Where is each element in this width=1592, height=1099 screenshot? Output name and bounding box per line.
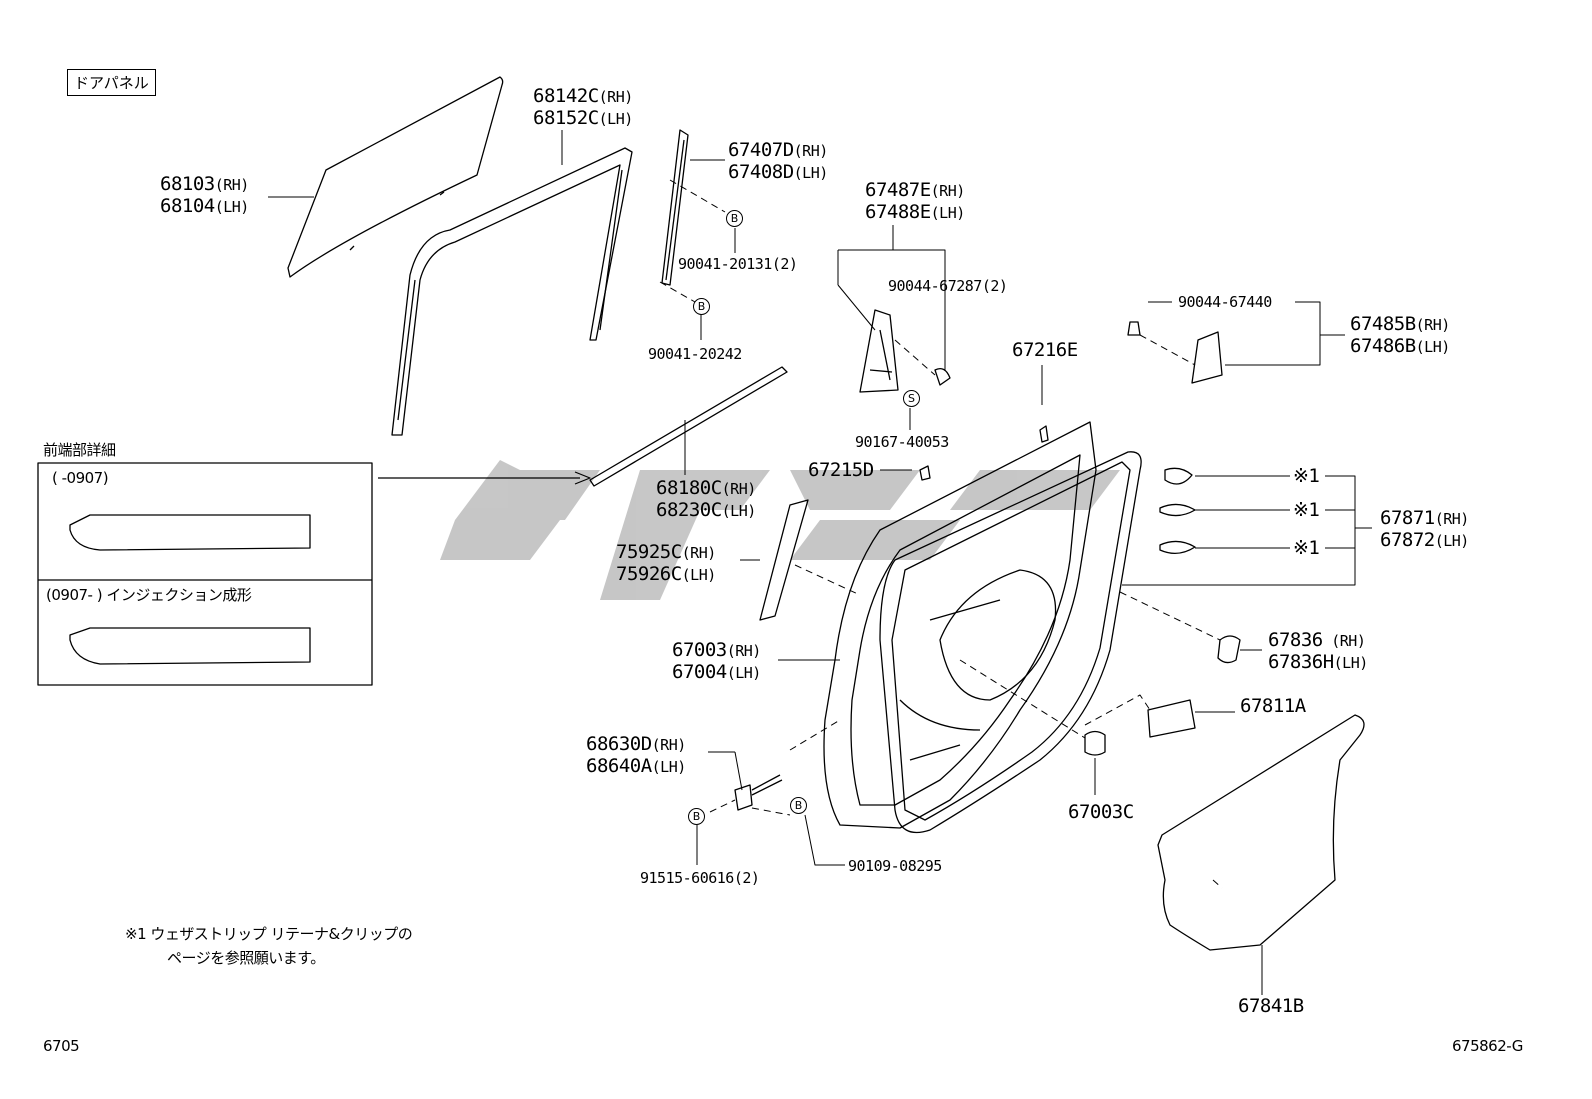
door-weatherstrip (879, 451, 1142, 834)
part-label-90041-20131: 90041-20131(2) (678, 255, 798, 273)
part-label-67487e: 67487E(RH) (865, 179, 965, 201)
watermark-logo (440, 460, 1120, 600)
door-glass (287, 76, 504, 278)
section-label: ドアパネル (67, 69, 156, 96)
part-label-67408d: 67408D(LH) (728, 161, 828, 183)
part-label-68152c: 68152C(LH) (533, 107, 633, 129)
door-check (734, 774, 783, 811)
part-label-90044-67287: 90044-67287(2) (888, 277, 1008, 295)
part-label-67841b: 67841B (1238, 995, 1304, 1017)
part-label-67871: 67871(RH) (1380, 507, 1469, 529)
belt-weatherstrip (589, 366, 788, 487)
detail-title: 前端部詳細 (43, 441, 116, 459)
detail-row-after-0907: (0907- ) インジェクション成形 (46, 586, 252, 604)
part-label-67216e: 67216E (1012, 339, 1078, 361)
note-ref-1: ※1 (1293, 537, 1320, 559)
part-label-67215d: 67215D (808, 459, 874, 481)
leader-lines (268, 130, 1372, 995)
part-label-75926c: 75926C(LH) (616, 563, 716, 585)
part-label-67004: 67004(LH) (672, 661, 761, 683)
detail-row-before-0907: ( -0907) (52, 469, 109, 487)
corner-cover (859, 309, 951, 393)
part-label-91515-60616: 91515-60616(2) (640, 869, 760, 887)
fastener-s-marker: S (903, 390, 920, 407)
note-ref-1: ※1 (1293, 465, 1320, 487)
note-line-1: ※1 ウェザストリップ リテーナ&クリップの (125, 925, 413, 943)
part-label-68630d: 68630D(RH) (586, 733, 686, 755)
part-label-68104: 68104(LH) (160, 195, 249, 217)
note-line-2: ページを参照願います。 (167, 949, 325, 967)
hole-plug (1217, 635, 1241, 664)
detail-box (37, 462, 373, 686)
part-label-67003c: 67003C (1068, 801, 1134, 823)
dashed-leaders (659, 179, 1223, 889)
part-label-68640a: 68640A(LH) (586, 755, 686, 777)
part-label-67811a: 67811A (1240, 695, 1306, 717)
door-frame-cover (1127, 321, 1223, 384)
weatherstrip-clips (1159, 467, 1196, 554)
door-tape (759, 499, 809, 621)
fastener-b-marker: B (688, 808, 705, 825)
part-label-90109-08295: 90109-08295 (848, 857, 942, 875)
part-label-68180c: 68180C(RH) (656, 477, 756, 499)
door-service-cover (1157, 714, 1365, 951)
part-label-90041-20242: 90041-20242 (648, 345, 742, 363)
diagram-code: 675862-G (1452, 1037, 1523, 1055)
service-hole-pad (1147, 699, 1196, 738)
part-label-68103: 68103(RH) (160, 173, 249, 195)
part-label-90167-40053: 90167-40053 (855, 433, 949, 451)
part-label-68142c: 68142C(RH) (533, 85, 633, 107)
part-label-67836h: 67836H(LH) (1268, 651, 1368, 673)
fastener-b-marker: B (726, 210, 743, 227)
part-label-75925c: 75925C(RH) (616, 541, 716, 563)
fastener-b-marker: B (790, 797, 807, 814)
part-label-90044-67440: 90044-67440 (1178, 293, 1272, 311)
part-label-68230c: 68230C(LH) (656, 499, 756, 521)
fastener-b-marker: B (693, 298, 710, 315)
part-label-67003: 67003(RH) (672, 639, 761, 661)
bumper-plug (1084, 730, 1106, 756)
part-label-67407d: 67407D(RH) (728, 139, 828, 161)
part-label-67485b: 67485B(RH) (1350, 313, 1450, 335)
page-number: 6705 (43, 1037, 80, 1055)
part-label-67486b: 67486B(LH) (1350, 335, 1450, 357)
note-ref-1: ※1 (1293, 499, 1320, 521)
run-channel (391, 147, 633, 436)
part-label-67836: 67836 (RH) (1268, 629, 1366, 651)
part-label-67488e: 67488E(LH) (865, 201, 965, 223)
sash-garnish (661, 129, 689, 286)
part-label-67872: 67872(LH) (1380, 529, 1469, 551)
rear-door-panel (823, 421, 1097, 829)
